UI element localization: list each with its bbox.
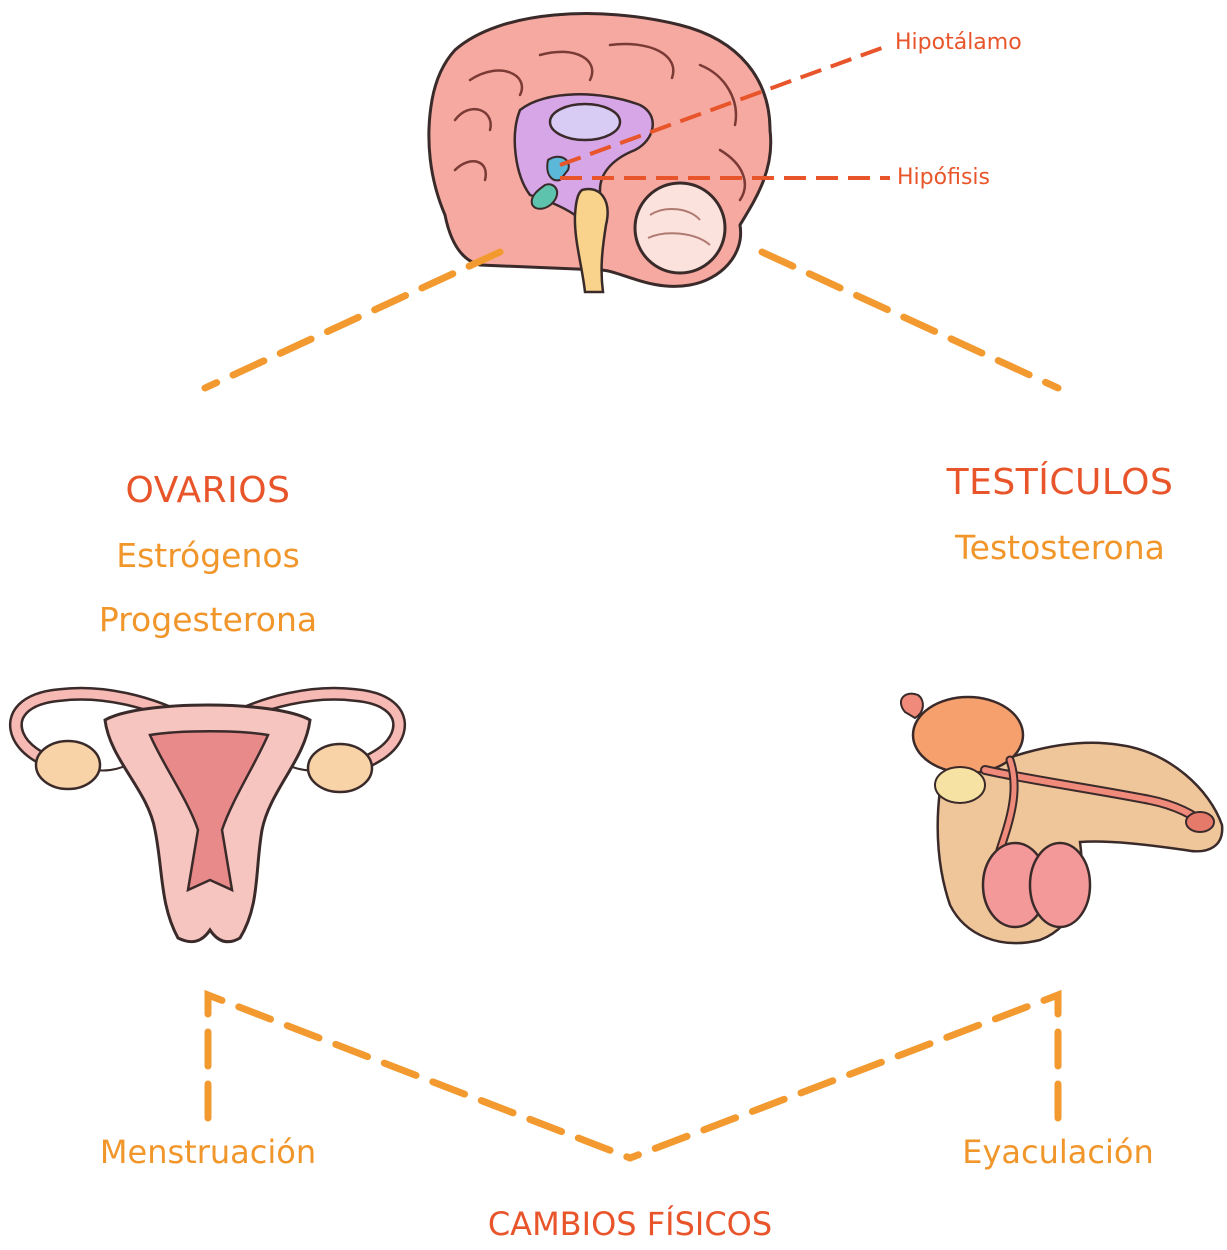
brain-to-ovaries-line [205,252,500,388]
ovaries-hormone-progesterone: Progesterona [78,600,338,639]
hypothalamus-label: Hipotálamo [895,30,1022,55]
testes-hormone-testosterone: Testosterona [930,528,1190,567]
brain-illustration [429,14,771,292]
pituitary-label: Hipófisis [897,165,990,190]
bottom-connector-lines [208,995,1058,1158]
testes-title: TESTÍCULOS [930,462,1190,503]
ovaries-title: OVARIOS [88,470,328,511]
female-change-label: Menstruación [88,1133,328,1171]
ovaries-hormone-estrogens: Estrógenos [88,536,328,575]
physical-changes-label: CAMBIOS FÍSICOS [470,1205,790,1243]
brain-to-testes-line [762,252,1058,388]
male-reproductive-illustration [901,694,1222,943]
female-reproductive-illustration [16,694,399,942]
male-change-label: Eyaculación [948,1133,1168,1171]
